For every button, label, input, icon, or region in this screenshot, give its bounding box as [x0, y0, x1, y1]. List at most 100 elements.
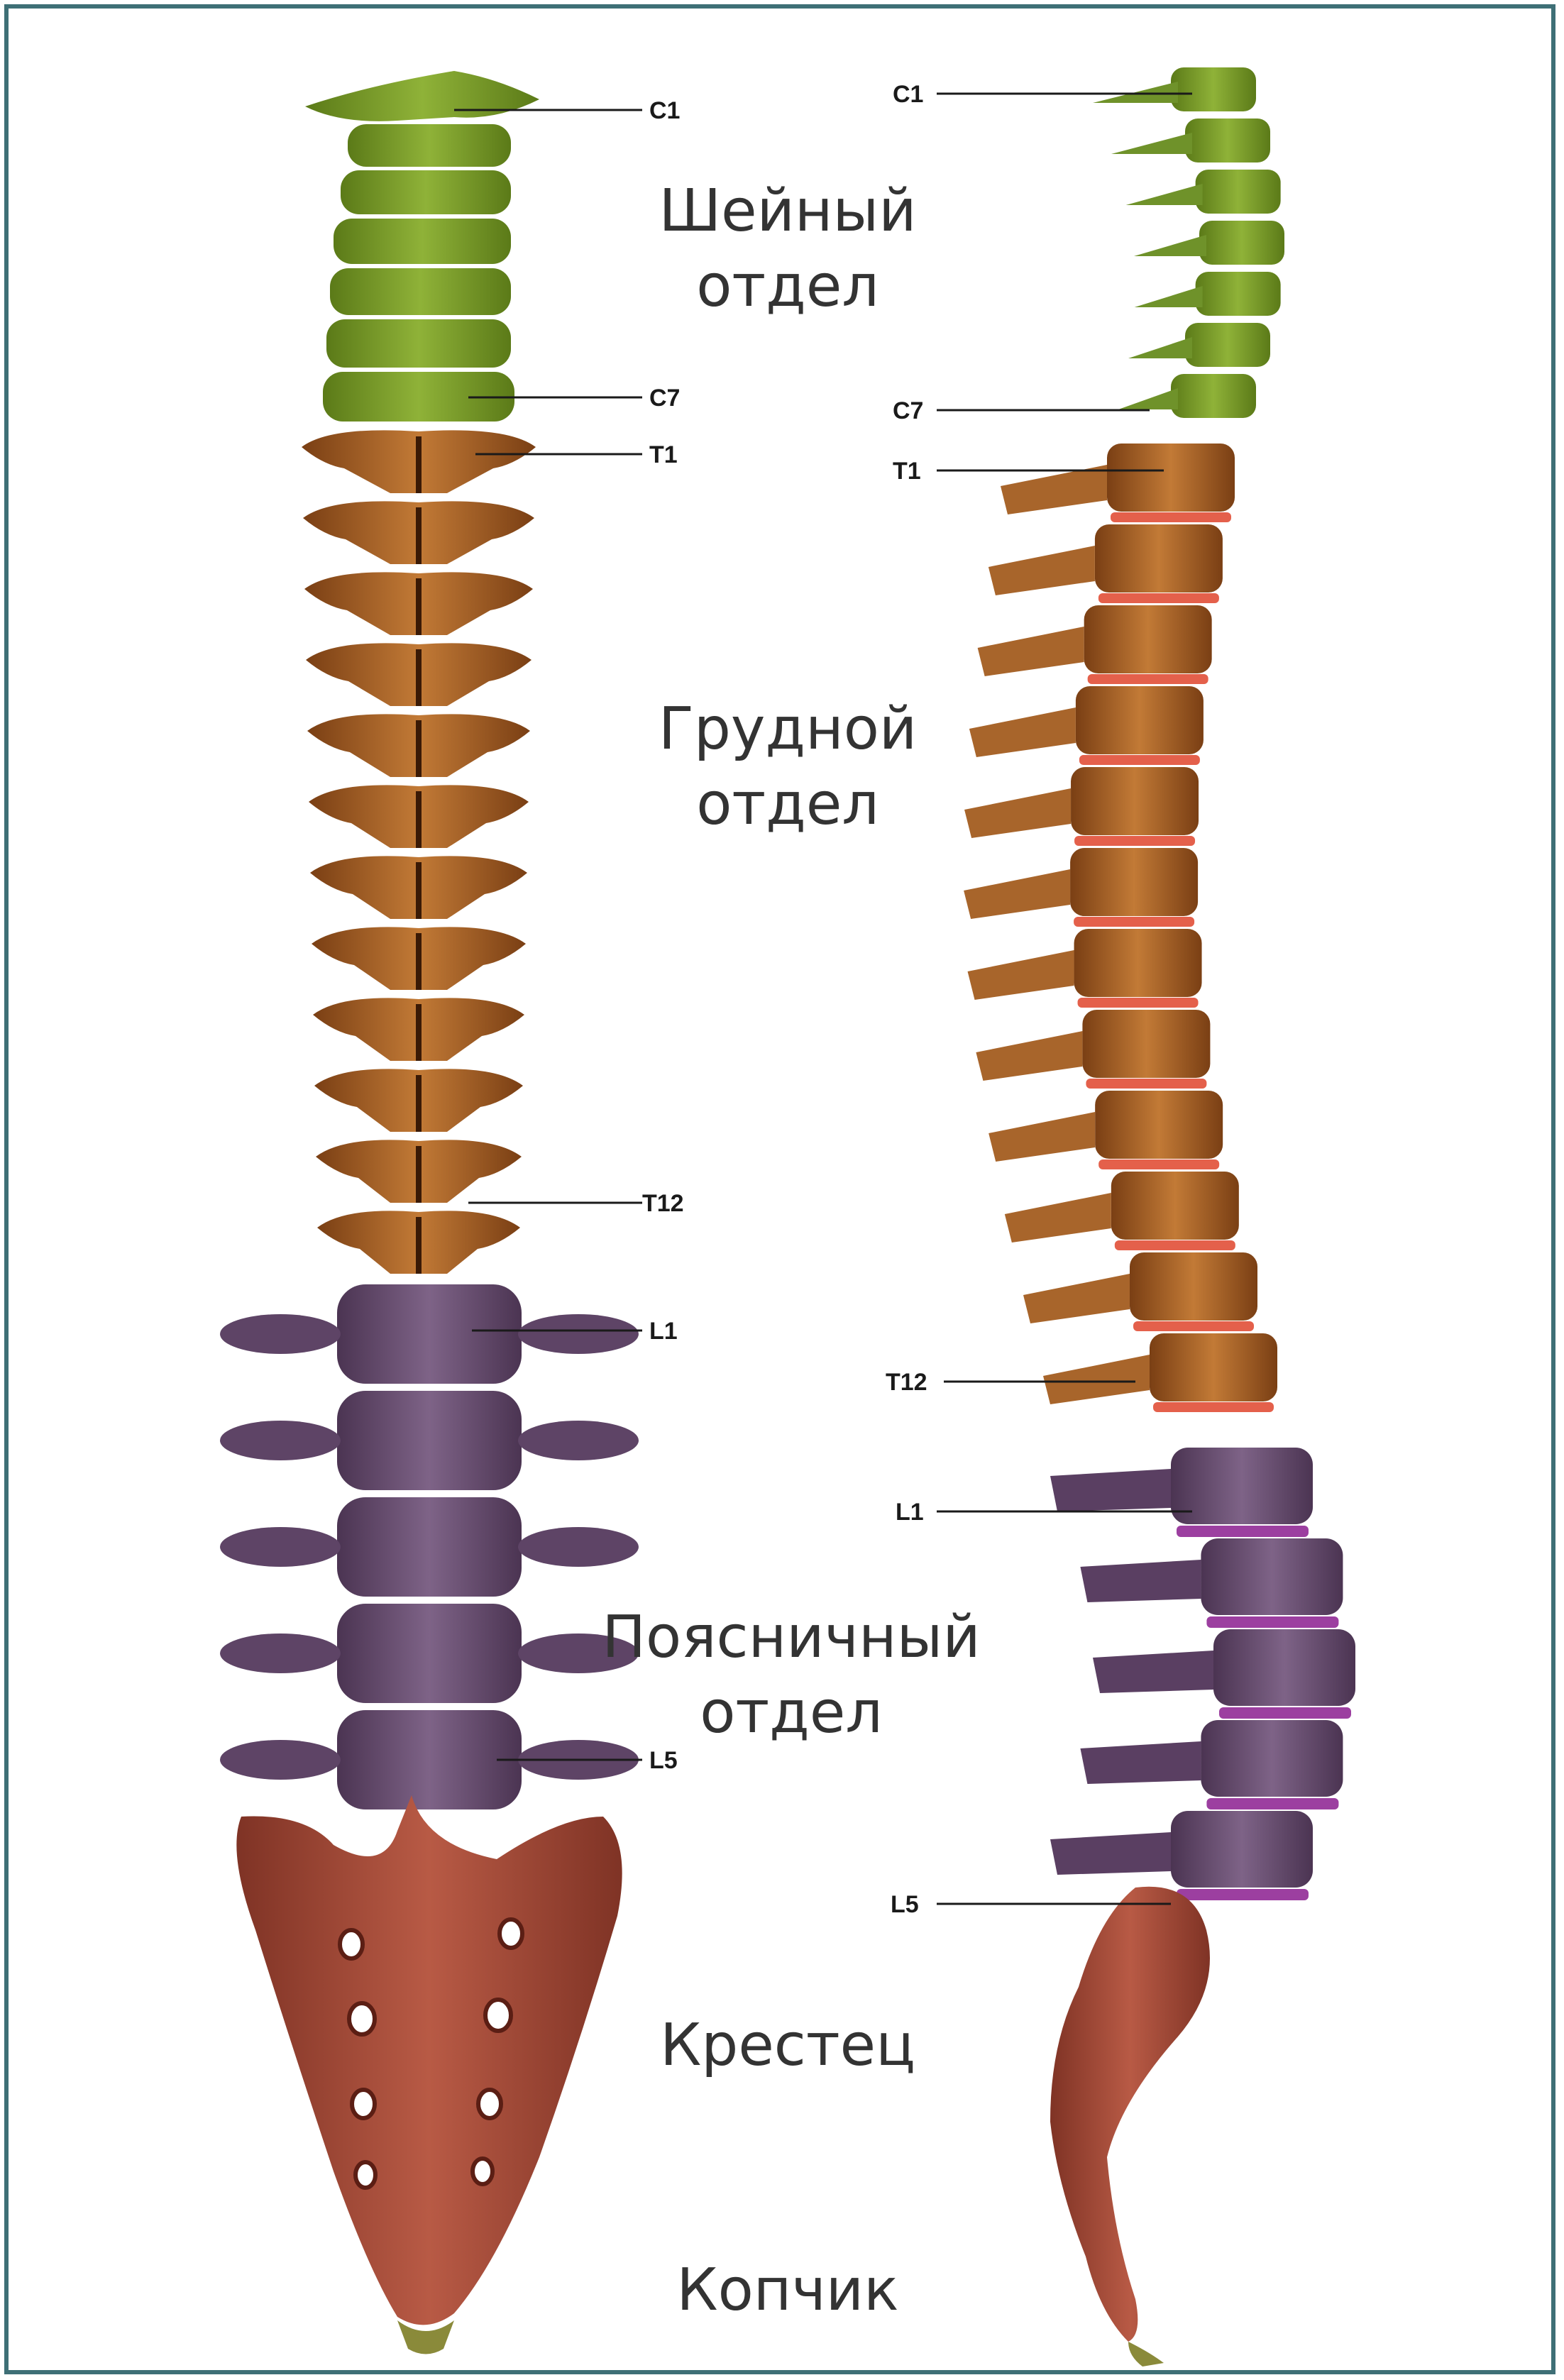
side-thoracic-disc: [1074, 836, 1195, 846]
transverse-process-left: [220, 1634, 341, 1673]
side-lumbar-disc: [1177, 1526, 1309, 1537]
side-cervical-vertebra: [1196, 170, 1281, 214]
side-lumbar-vertebra: [1171, 1811, 1313, 1888]
side-thoracic-process: [988, 1112, 1095, 1162]
side-thoracic-process: [964, 788, 1071, 838]
side-thoracic-disc: [1078, 998, 1199, 1008]
transverse-process-left: [220, 1740, 341, 1780]
side-thoracic-vertebra: [1084, 605, 1212, 673]
front-lumbar-vertebra: [337, 1710, 522, 1809]
side-cervical-vertebra: [1185, 323, 1270, 367]
side-thoracic-disc: [1098, 1159, 1219, 1169]
side-thoracic-disc: [1086, 1079, 1206, 1089]
front-lumbar-vertebra: [337, 1284, 522, 1384]
side-lumbar-disc: [1219, 1707, 1351, 1719]
side-thoracic-process: [978, 627, 1084, 676]
front-view: C1 C7 T1 T12 L1 L5: [220, 71, 684, 2354]
side-thoracic-process: [988, 546, 1095, 595]
front-label-c7: C7: [649, 385, 680, 412]
side-cervical-vertebra: [1171, 67, 1256, 111]
side-cervical-vertebrae: [1093, 67, 1284, 418]
side-thoracic-vertebra: [1107, 444, 1235, 512]
side-cervical-process: [1093, 82, 1178, 103]
side-label-l1: L1: [896, 1499, 924, 1526]
front-lumbar-vertebrae: [220, 1284, 639, 1809]
side-thoracic-process: [969, 707, 1076, 757]
side-thoracic-vertebra: [1070, 848, 1198, 916]
side-cervical-process: [1135, 286, 1203, 307]
front-label-l1: L1: [649, 1318, 678, 1345]
side-sacrum: [1050, 1887, 1210, 2342]
side-lumbar-process: [1050, 1469, 1171, 1511]
side-thoracic-vertebrae: [964, 444, 1277, 1412]
side-coccyx: [1128, 2342, 1164, 2367]
side-lumbar-process: [1050, 1832, 1171, 1875]
side-lumbar-disc: [1206, 1798, 1338, 1809]
side-cervical-vertebra: [1196, 272, 1281, 316]
side-thoracic-process: [976, 1031, 1082, 1081]
side-thoracic-disc: [1088, 674, 1208, 684]
side-cervical-process: [1134, 235, 1206, 256]
side-lumbar-vertebra: [1213, 1629, 1355, 1706]
side-thoracic-vertebra: [1082, 1010, 1210, 1078]
side-thoracic-process: [968, 950, 1074, 1000]
side-thoracic-disc: [1079, 755, 1200, 765]
transverse-process-left: [220, 1421, 341, 1460]
side-view: C1 C7 T1 T12 L1 L5: [886, 67, 1355, 2367]
front-coccyx: [397, 2320, 454, 2354]
side-thoracic-disc: [1115, 1240, 1235, 1250]
front-lumbar-vertebra: [337, 1497, 522, 1597]
side-lumbar-disc: [1177, 1889, 1309, 1900]
side-thoracic-process: [1001, 465, 1107, 514]
front-label-l5: L5: [649, 1747, 678, 1774]
region-label-coccyx: Копчик: [624, 2253, 951, 2328]
side-thoracic-process: [1043, 1355, 1150, 1404]
side-thoracic-disc: [1111, 512, 1231, 522]
side-thoracic-vertebra: [1095, 1091, 1223, 1159]
side-thoracic-process: [1023, 1274, 1130, 1323]
region-label-lumbar: Поясничный отдел: [582, 1600, 1001, 1751]
side-thoracic-vertebra: [1150, 1333, 1277, 1401]
side-thoracic-disc: [1153, 1402, 1274, 1412]
side-label-l5: L5: [891, 1891, 919, 1918]
front-lumbar-vertebra: [337, 1391, 522, 1490]
region-label-cervical: Шейный отдел: [624, 174, 951, 324]
front-thoracic-vertebrae: [302, 430, 536, 1274]
side-lumbar-process: [1093, 1651, 1213, 1693]
side-label-t1: T1: [893, 458, 921, 485]
side-thoracic-vertebra: [1111, 1172, 1239, 1240]
transverse-process-left: [220, 1527, 341, 1567]
front-cervical-vertebrae: [305, 71, 539, 422]
transverse-process-right: [518, 1314, 639, 1354]
side-cervical-process: [1128, 337, 1192, 358]
side-thoracic-vertebra: [1074, 929, 1202, 997]
side-lumbar-disc: [1206, 1616, 1338, 1628]
front-label-t1: T1: [649, 441, 678, 468]
side-thoracic-disc: [1098, 593, 1219, 603]
side-thoracic-vertebra: [1095, 524, 1223, 593]
side-thoracic-disc: [1133, 1321, 1254, 1331]
side-lumbar-process: [1080, 1560, 1201, 1602]
side-thoracic-process: [964, 869, 1070, 919]
side-cervical-process: [1111, 133, 1192, 154]
side-thoracic-vertebra: [1071, 767, 1199, 835]
side-lumbar-process: [1080, 1741, 1201, 1784]
side-cervical-vertebra: [1185, 119, 1270, 162]
side-cervical-process: [1118, 388, 1178, 409]
side-lumbar-vertebra: [1201, 1720, 1343, 1797]
front-label-t12: T12: [642, 1190, 684, 1217]
transverse-process-left: [220, 1314, 341, 1354]
side-thoracic-vertebra: [1076, 686, 1204, 754]
side-lumbar-vertebra: [1201, 1538, 1343, 1615]
region-label-thoracic: Грудной отдел: [624, 692, 951, 842]
side-cervical-vertebra: [1171, 374, 1256, 418]
side-lumbar-vertebrae: [1050, 1448, 1355, 1900]
side-thoracic-vertebra: [1130, 1252, 1257, 1321]
front-label-c1: C1: [649, 97, 680, 124]
side-cervical-vertebra: [1199, 221, 1284, 265]
side-lumbar-vertebra: [1171, 1448, 1313, 1524]
transverse-process-right: [518, 1527, 639, 1567]
side-cervical-process: [1126, 184, 1203, 205]
region-label-sacrum: Крестец: [624, 2008, 951, 2083]
side-label-t12: T12: [886, 1369, 927, 1396]
